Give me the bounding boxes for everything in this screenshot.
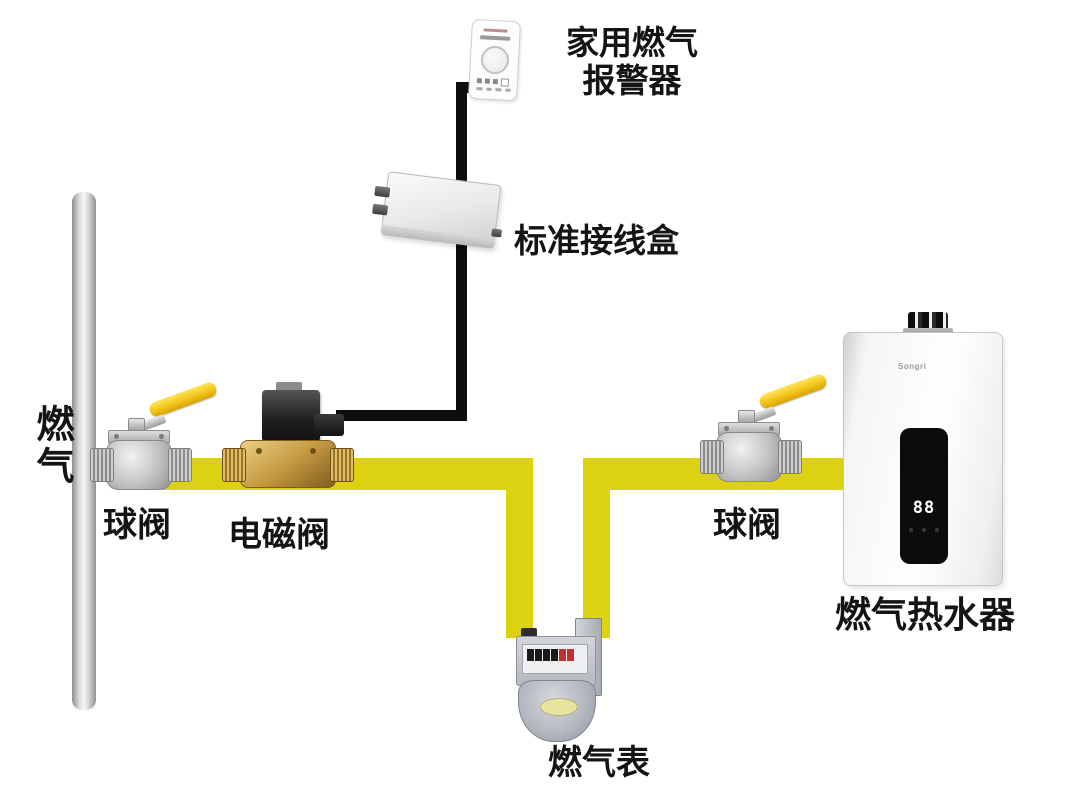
junction-box-connector-icon <box>374 185 391 198</box>
gas-meter-label: 燃气表 <box>548 744 650 782</box>
alarm-led-indicators <box>476 78 511 87</box>
heater-brand-text: Songri <box>898 362 927 371</box>
ball-valve-left-device <box>90 380 272 496</box>
water-heater-device: Songri 88 <box>840 306 1012 588</box>
solenoid-valve-label: 电磁阀 <box>228 516 330 554</box>
solenoid-port-left <box>222 448 246 482</box>
gas-alarm-label-line1: 家用燃气 <box>566 24 698 61</box>
solenoid-coil <box>262 390 320 442</box>
pipe-meter-inlet <box>506 458 533 638</box>
valve-body <box>716 432 782 482</box>
alarm-brand-mark <box>483 28 508 33</box>
heater-temperature-display: 88 <box>912 498 936 518</box>
solenoid-mount-hole <box>310 448 316 454</box>
alarm-wire-vertical <box>456 84 467 420</box>
ball-valve-right-device <box>700 372 882 488</box>
gas-alarm-label: 家用燃气 报警器 <box>552 24 712 100</box>
heater-touch-buttons <box>909 528 939 532</box>
gas-supply-label: 燃气 <box>30 404 72 488</box>
valve-handle-icon <box>147 380 219 419</box>
junction-box-connector-icon <box>372 203 389 216</box>
valve-handle-icon <box>757 372 829 411</box>
valve-body <box>106 440 172 490</box>
gas-meter-device <box>503 616 613 744</box>
solenoid-mount-hole <box>256 448 262 454</box>
valve-port-right <box>168 448 192 482</box>
solenoid-valve-device <box>222 380 354 500</box>
heater-control-panel: 88 <box>900 428 948 564</box>
meter-badge-icon <box>540 698 578 716</box>
alarm-led-captions <box>476 87 511 92</box>
alarm-wire-horizontal <box>336 410 467 421</box>
valve-port-right <box>778 440 802 474</box>
solenoid-brass-body <box>240 440 336 488</box>
solenoid-cable-connector <box>314 414 344 436</box>
gas-alarm-device <box>467 18 522 102</box>
valve-port-left <box>700 440 724 474</box>
alarm-model-mark <box>480 35 511 41</box>
junction-box-device <box>372 171 503 249</box>
junction-box-connector-icon <box>491 228 503 238</box>
ball-valve-right-label: 球阀 <box>713 506 781 544</box>
valve-port-left <box>90 448 114 482</box>
junction-box-label: 标准接线盒 <box>514 222 679 259</box>
water-heater-label: 燃气热水器 <box>835 594 1016 635</box>
solenoid-port-right <box>330 448 354 482</box>
alarm-sensor-grille-icon <box>480 45 510 75</box>
meter-top-knob <box>521 628 537 638</box>
gas-alarm-label-line2: 报警器 <box>582 62 682 99</box>
ball-valve-left-label: 球阀 <box>103 506 171 544</box>
solenoid-coil-cap <box>276 382 302 392</box>
meter-counter-digits <box>527 649 574 661</box>
